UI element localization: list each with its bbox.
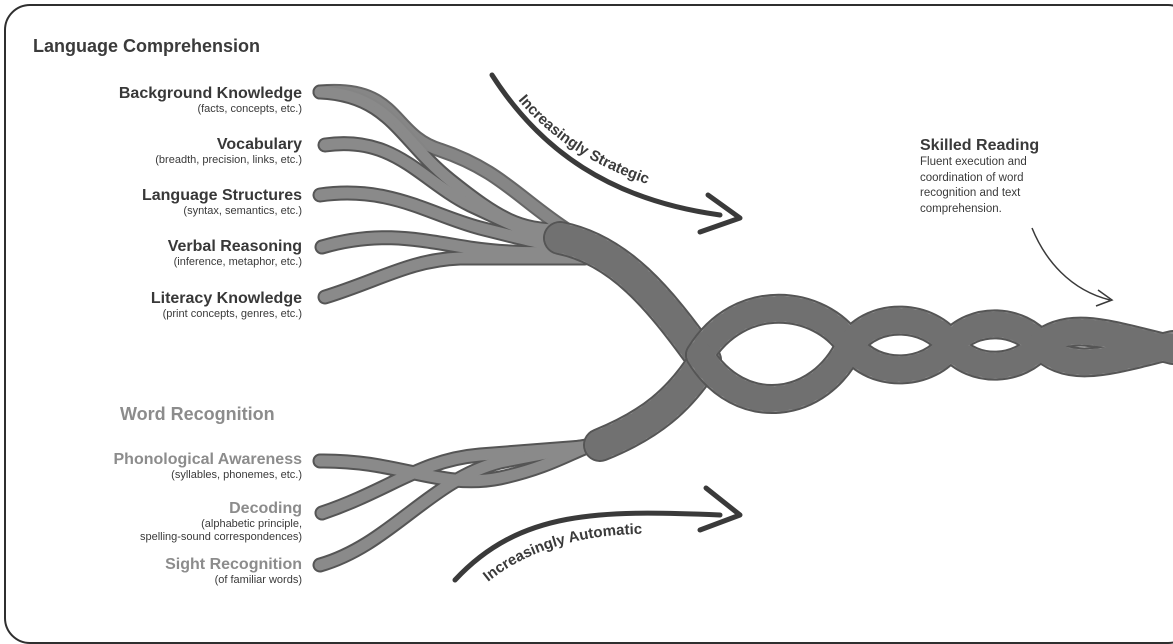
automatic-arrow: Increasingly Automatic	[452, 485, 743, 585]
background-knowledge-sub: (facts, concepts, etc.)	[197, 103, 302, 116]
literacy-knowledge-label: Literacy Knowledge (print concepts, genr…	[151, 289, 302, 321]
background-knowledge-title: Background Knowledge	[118, 85, 302, 102]
rope-illustration: Increasingly Strategic Increasingly Auto…	[312, 72, 1173, 585]
phonological-awareness-label: Phonological Awareness (syllables, phone…	[114, 450, 303, 482]
skilled-reading-line-4: comprehension.	[920, 202, 1002, 215]
phonological-awareness-sub: (syllables, phonemes, etc.)	[171, 469, 302, 482]
literacy-knowledge-title: Literacy Knowledge	[150, 290, 302, 307]
sight-recognition-sub: (of familiar words)	[214, 574, 302, 587]
recognition-rope	[583, 343, 722, 462]
comprehension-rope	[543, 221, 717, 372]
vocabulary-title: Vocabulary	[216, 136, 302, 153]
phonological-awareness-title: Phonological Awareness	[113, 451, 303, 468]
language-structures-sub: (syntax, semantics, etc.)	[183, 205, 302, 218]
skilled-reading-rope	[685, 293, 1173, 414]
automatic-arrow-text: Increasingly Automatic	[480, 521, 642, 585]
verbal-reasoning-label: Verbal Reasoning (inference, metaphor, e…	[168, 237, 302, 269]
decoding-sub: (alphabetic principle,	[201, 518, 302, 531]
vocabulary-label: Vocabulary (breadth, precision, links, e…	[155, 135, 302, 167]
language-structures-label: Language Structures (syntax, semantics, …	[142, 186, 302, 218]
decoding-sub-2: spelling-sound correspondences)	[139, 531, 302, 544]
skilled-reading-caption: Skilled Reading Fluent execution and coo…	[920, 137, 1090, 217]
literacy-knowledge-sub: (print concepts, genres, etc.)	[162, 308, 302, 321]
strategic-arrow-label: Increasingly Strategic	[515, 92, 651, 188]
decoding-label: Decoding (alphabetic principle, spelling…	[140, 499, 302, 545]
strategic-arrow-text: Increasingly Strategic	[515, 92, 651, 188]
verbal-reasoning-sub: (inference, metaphor, etc.)	[173, 256, 302, 269]
decoding-title: Decoding	[229, 500, 302, 517]
word-recognition-title: Word Recognition	[120, 404, 275, 424]
sight-recognition-label: Sight Recognition (of familiar words)	[165, 555, 302, 587]
skilled-reading-line-1: Fluent execution and	[920, 156, 1027, 168]
language-structures-title: Language Structures	[141, 187, 302, 204]
automatic-arrow-label: Increasingly Automatic	[480, 521, 642, 585]
skilled-reading-title: Skilled Reading	[920, 137, 1040, 154]
skilled-reading-line-3: recognition and text	[920, 187, 1021, 200]
language-comprehension-title: Language Comprehension	[33, 36, 261, 56]
background-knowledge-label: Background Knowledge (facts, concepts, e…	[119, 84, 302, 116]
sight-recognition-title: Sight Recognition	[165, 556, 302, 573]
skilled-reading-pointer	[1031, 227, 1114, 307]
verbal-reasoning-title: Verbal Reasoning	[167, 238, 302, 255]
comprehension-strands	[312, 83, 593, 305]
vocabulary-sub: (breadth, precision, links, etc.)	[155, 154, 302, 167]
skilled-reading-line-2: coordination of word	[920, 171, 1024, 184]
